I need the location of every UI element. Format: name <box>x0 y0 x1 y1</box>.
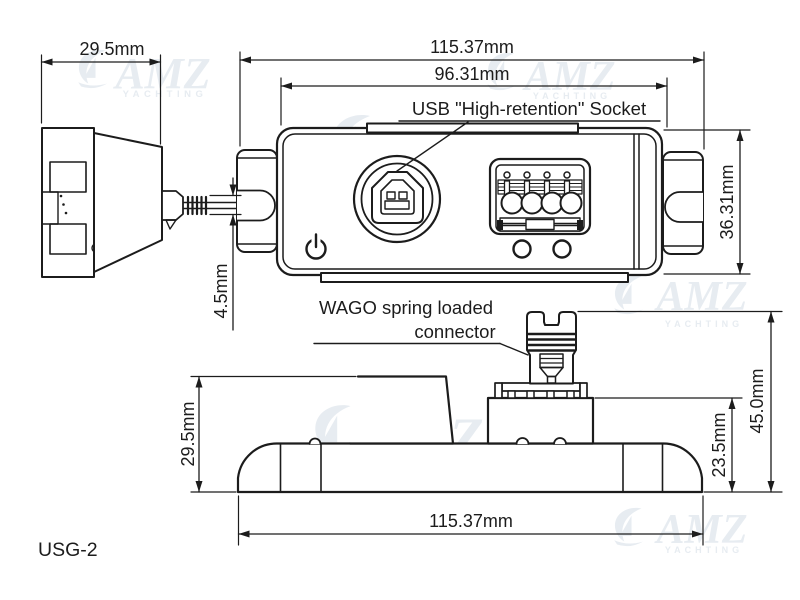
dimension-arrowheads <box>41 56 775 538</box>
enclosure-inner-line <box>282 133 657 270</box>
wago-label-line1: WAGO spring loaded <box>319 297 493 318</box>
watermark-brand: AMZ <box>112 49 210 98</box>
led-indicator <box>552 239 572 259</box>
dim-cable-diameter: 4.5mm <box>211 263 231 318</box>
usb-b-port <box>371 171 424 224</box>
model-label: USG-2 <box>38 539 98 561</box>
strain-relief-tab <box>165 219 177 230</box>
plug-flange-recess <box>41 191 59 225</box>
cable-ribs <box>186 195 208 216</box>
dim-overall-height: 45.0mm <box>747 368 767 433</box>
dim-body-width: 96.31mm <box>434 64 509 84</box>
base-profile <box>236 442 704 494</box>
usb-socket-label: USB "High-retention" Socket <box>412 98 646 119</box>
plug-overmold-bump <box>348 375 455 445</box>
lower-side-view <box>236 311 704 494</box>
wago-connector <box>526 311 577 385</box>
dim-base-width: 115.37mm <box>429 511 513 531</box>
wire-clamp-hole <box>559 191 583 215</box>
watermark-sub: YACHTING <box>665 319 743 329</box>
amz-watermark: AMZ YACHTING <box>614 507 748 555</box>
right-ear-slot <box>664 191 704 223</box>
watermark-brand: AMZ <box>521 54 615 100</box>
wago-label-line2: connector <box>414 321 495 342</box>
dimension-lines <box>40 51 783 546</box>
watermark-sub: YACHTING <box>123 89 208 100</box>
text-layer: 29.5mm 115.37mm 96.31mm USB "High-retent… <box>38 37 767 561</box>
base-bump <box>515 437 530 445</box>
usb-b-socket <box>352 154 442 244</box>
dim-overall-width: 115.37mm <box>430 37 514 57</box>
line-art-layer <box>40 51 783 546</box>
dim-terminal-height: 23.5mm <box>709 412 729 477</box>
watermark-sub: YACHTING <box>533 91 611 101</box>
wire-clamp-hole <box>520 191 544 215</box>
plug-flange-boss-top <box>49 161 87 193</box>
watermark-sub: YACHTING <box>665 545 743 555</box>
plug-hidden-detail-dots <box>59 194 68 215</box>
front-view <box>236 122 704 283</box>
usb-plug-side-view <box>41 127 253 278</box>
left-ear-slot <box>236 189 276 222</box>
watermark-brand: AMZ <box>653 507 747 553</box>
led-indicator <box>512 239 532 259</box>
power-icon <box>305 233 327 260</box>
usb-label-leader <box>396 121 469 172</box>
amz-watermark: AMZ YACHTING <box>78 49 211 100</box>
cable-strain-relief <box>161 190 184 221</box>
enclosure-body <box>275 126 664 277</box>
wago-label-leader <box>499 342 529 356</box>
plug-flange-boss-bottom <box>49 223 87 255</box>
dim-plug-width: 29.5mm <box>79 39 144 59</box>
watermark-brand: AMZ <box>653 274 747 320</box>
terminal-block-corner-tabs <box>497 220 583 230</box>
base-bump <box>308 437 322 445</box>
dim-body-height: 36.31mm <box>717 164 737 239</box>
dim-base-height: 29.5mm <box>178 401 198 466</box>
plug-body <box>93 132 163 273</box>
amz-watermark: AMZ YACHTING <box>614 274 748 329</box>
amz-watermark: AMZ YACHTING <box>487 52 616 101</box>
wire-clamp-hole <box>540 191 564 215</box>
terminal-block <box>488 157 592 236</box>
base-bump <box>553 437 567 445</box>
top-lid-lip <box>366 122 579 134</box>
terminal-block-side <box>486 396 595 445</box>
wire-clamp-hole <box>500 191 524 215</box>
bottom-lid-lip <box>320 272 629 283</box>
